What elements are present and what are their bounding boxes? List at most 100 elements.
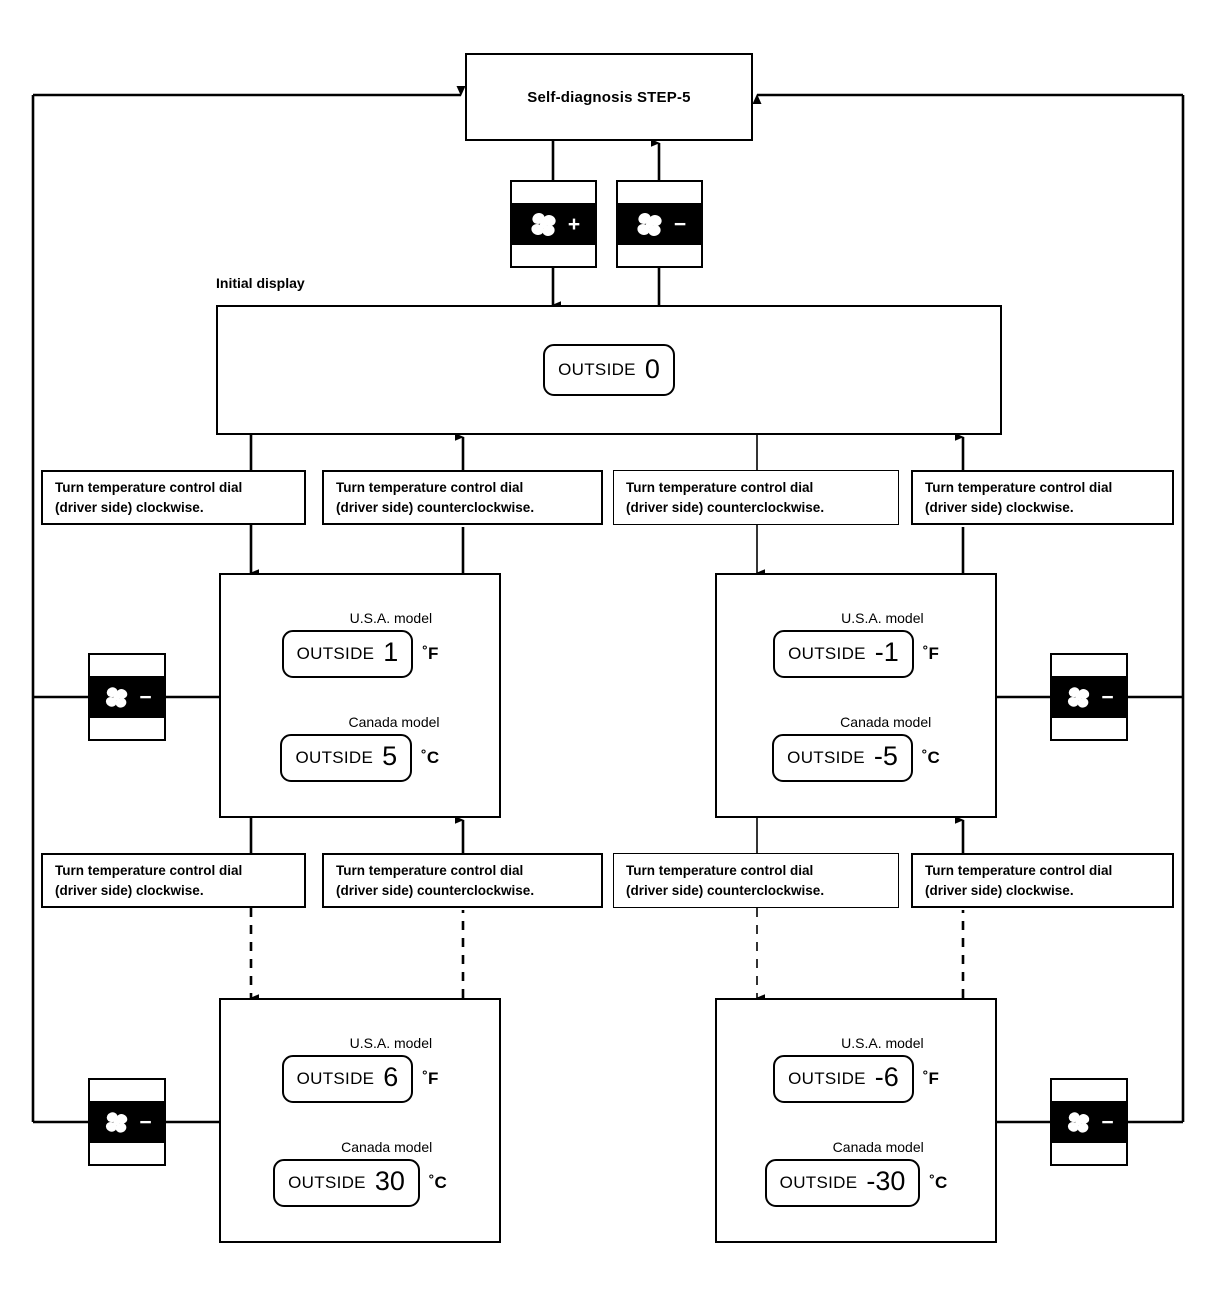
canada-model-group: Canada model OUTSIDE -5 ˚C bbox=[772, 714, 940, 782]
instruction-line-1: Turn temperature control dial bbox=[336, 862, 524, 878]
instruction-line-2: (driver side) counterclockwise. bbox=[336, 882, 535, 898]
usa-readout-row: OUTSIDE -1 ˚F bbox=[773, 629, 939, 678]
fan-icon bbox=[531, 212, 556, 236]
instruction-box-cw-right-2: Turn temperature control dial (driver si… bbox=[911, 853, 1174, 908]
usa-readout: OUTSIDE 1 bbox=[281, 629, 414, 678]
canada-readout: OUTSIDE 5 bbox=[280, 733, 413, 782]
readout-word: OUTSIDE bbox=[296, 1068, 375, 1088]
canada-readout: OUTSIDE -30 bbox=[764, 1158, 921, 1207]
fan-icon bbox=[106, 687, 128, 708]
initial-display-panel: OUTSIDE 0 bbox=[216, 305, 1002, 435]
readout-value: 0 bbox=[644, 353, 660, 384]
canada-readout: OUTSIDE -5 bbox=[772, 733, 913, 782]
unit-label: ˚C bbox=[929, 1172, 948, 1192]
usa-readout: OUTSIDE -1 bbox=[773, 629, 914, 678]
usa-readout-row: OUTSIDE -6 ˚F bbox=[773, 1054, 939, 1103]
fan-minus-button-left-lower[interactable]: − bbox=[88, 1078, 166, 1166]
fan-icon bbox=[1068, 1112, 1090, 1133]
minus-sign: − bbox=[673, 212, 687, 236]
fan-minus-indicator: − bbox=[1052, 676, 1126, 718]
readout-word: OUTSIDE bbox=[779, 1172, 858, 1192]
instruction-line-2: (driver side) counterclockwise. bbox=[626, 499, 825, 515]
readout-value: -6 bbox=[874, 1062, 899, 1092]
unit-label: ˚C bbox=[421, 747, 440, 767]
canada-model-label: Canada model bbox=[832, 1138, 924, 1155]
fan-icon bbox=[637, 212, 662, 236]
usa-model-group: U.S.A. model OUTSIDE -1 ˚F bbox=[773, 610, 939, 678]
instruction-box-cw-left-1: Turn temperature control dial (driver si… bbox=[41, 470, 306, 525]
instruction-line-1: Turn temperature control dial bbox=[626, 862, 814, 878]
instruction-box-ccw-right-2: Turn temperature control dial (driver si… bbox=[613, 853, 899, 908]
canada-model-label: Canada model bbox=[348, 713, 440, 730]
minus-sign: − bbox=[139, 685, 152, 709]
canada-model-group: Canada model OUTSIDE 30 ˚C bbox=[273, 1139, 447, 1207]
unit-label: ˚F bbox=[922, 643, 939, 663]
usa-readout-row: OUTSIDE 6 ˚F bbox=[281, 1054, 439, 1103]
canada-readout-row: OUTSIDE -5 ˚C bbox=[772, 733, 940, 782]
model-box-right-upper: U.S.A. model OUTSIDE -1 ˚F Canada model … bbox=[715, 573, 997, 818]
readout-word: OUTSIDE bbox=[788, 643, 866, 663]
usa-model-label: U.S.A. model bbox=[841, 609, 924, 626]
instruction-line-2: (driver side) clockwise. bbox=[55, 882, 204, 898]
fan-plus-button[interactable]: + bbox=[510, 180, 597, 268]
readout-word: OUTSIDE bbox=[288, 1172, 366, 1192]
fan-minus-button-right-upper[interactable]: − bbox=[1050, 653, 1128, 741]
plus-sign: + bbox=[567, 212, 581, 236]
self-diagnosis-step-box: Self-diagnosis STEP-5 bbox=[465, 53, 753, 141]
model-box-left-upper: U.S.A. model OUTSIDE 1 ˚F Canada model O… bbox=[219, 573, 501, 818]
canada-readout-row: OUTSIDE 30 ˚C bbox=[273, 1158, 447, 1207]
fan-minus-indicator: − bbox=[90, 676, 164, 718]
readout-word: OUTSIDE bbox=[296, 643, 375, 663]
canada-readout-row: OUTSIDE -30 ˚C bbox=[764, 1158, 948, 1207]
usa-model-group: U.S.A. model OUTSIDE 6 ˚F bbox=[281, 1035, 439, 1103]
unit-label: ˚F bbox=[422, 1068, 439, 1088]
instruction-line-1: Turn temperature control dial bbox=[55, 479, 243, 495]
readout-value: 6 bbox=[383, 1062, 399, 1092]
unit-label: ˚F bbox=[422, 643, 439, 663]
usa-readout-row: OUTSIDE 1 ˚F bbox=[281, 629, 439, 678]
usa-model-group: U.S.A. model OUTSIDE -6 ˚F bbox=[773, 1035, 939, 1103]
instruction-box-ccw-right-1: Turn temperature control dial (driver si… bbox=[613, 470, 899, 525]
fan-minus-button-right-lower[interactable]: − bbox=[1050, 1078, 1128, 1166]
canada-model-group: Canada model OUTSIDE -30 ˚C bbox=[764, 1138, 948, 1207]
usa-model-group: U.S.A. model OUTSIDE 1 ˚F bbox=[281, 609, 439, 678]
canada-model-label: Canada model bbox=[840, 713, 932, 730]
usa-readout: OUTSIDE 6 bbox=[281, 1054, 414, 1103]
usa-model-label: U.S.A. model bbox=[349, 609, 433, 626]
readout-value: -30 bbox=[866, 1166, 906, 1196]
model-box-right-lower: U.S.A. model OUTSIDE -6 ˚F Canada model … bbox=[715, 998, 997, 1243]
canada-readout: OUTSIDE 30 bbox=[273, 1158, 420, 1207]
fan-icon bbox=[106, 1112, 128, 1133]
readout-value: -5 bbox=[873, 741, 898, 771]
instruction-line-2: (driver side) clockwise. bbox=[925, 499, 1074, 515]
instruction-box-cw-left-2: Turn temperature control dial (driver si… bbox=[41, 853, 306, 908]
fan-minus-button[interactable]: − bbox=[616, 180, 703, 268]
readout-word: OUTSIDE bbox=[295, 747, 374, 767]
readout-word: OUTSIDE bbox=[558, 360, 636, 379]
fan-minus-indicator: − bbox=[90, 1101, 164, 1143]
unit-label: ˚C bbox=[428, 1172, 447, 1192]
readout-word: OUTSIDE bbox=[788, 1068, 866, 1088]
canada-model-label: Canada model bbox=[341, 1138, 433, 1155]
fan-minus-indicator: − bbox=[1052, 1101, 1126, 1143]
instruction-line-1: Turn temperature control dial bbox=[55, 862, 243, 878]
initial-readout: OUTSIDE 0 bbox=[543, 344, 675, 396]
readout-value: 5 bbox=[382, 741, 398, 771]
instruction-line-2: (driver side) clockwise. bbox=[925, 882, 1074, 898]
fan-minus-button-left-upper[interactable]: − bbox=[88, 653, 166, 741]
initial-display-caption: Initial display bbox=[216, 275, 305, 291]
readout-value: 1 bbox=[383, 637, 399, 667]
step-title: Self-diagnosis STEP-5 bbox=[527, 88, 691, 106]
readout-word: OUTSIDE bbox=[787, 747, 865, 767]
instruction-line-1: Turn temperature control dial bbox=[925, 862, 1113, 878]
minus-sign: − bbox=[1101, 1110, 1114, 1134]
fan-minus-indicator: − bbox=[618, 203, 701, 245]
canada-model-group: Canada model OUTSIDE 5 ˚C bbox=[280, 713, 440, 782]
minus-sign: − bbox=[139, 1110, 152, 1134]
instruction-line-2: (driver side) counterclockwise. bbox=[626, 882, 825, 898]
usa-readout: OUTSIDE -6 bbox=[773, 1054, 914, 1103]
canada-readout-row: OUTSIDE 5 ˚C bbox=[280, 733, 440, 782]
instruction-line-1: Turn temperature control dial bbox=[925, 479, 1113, 495]
readout-value: 30 bbox=[374, 1166, 405, 1196]
